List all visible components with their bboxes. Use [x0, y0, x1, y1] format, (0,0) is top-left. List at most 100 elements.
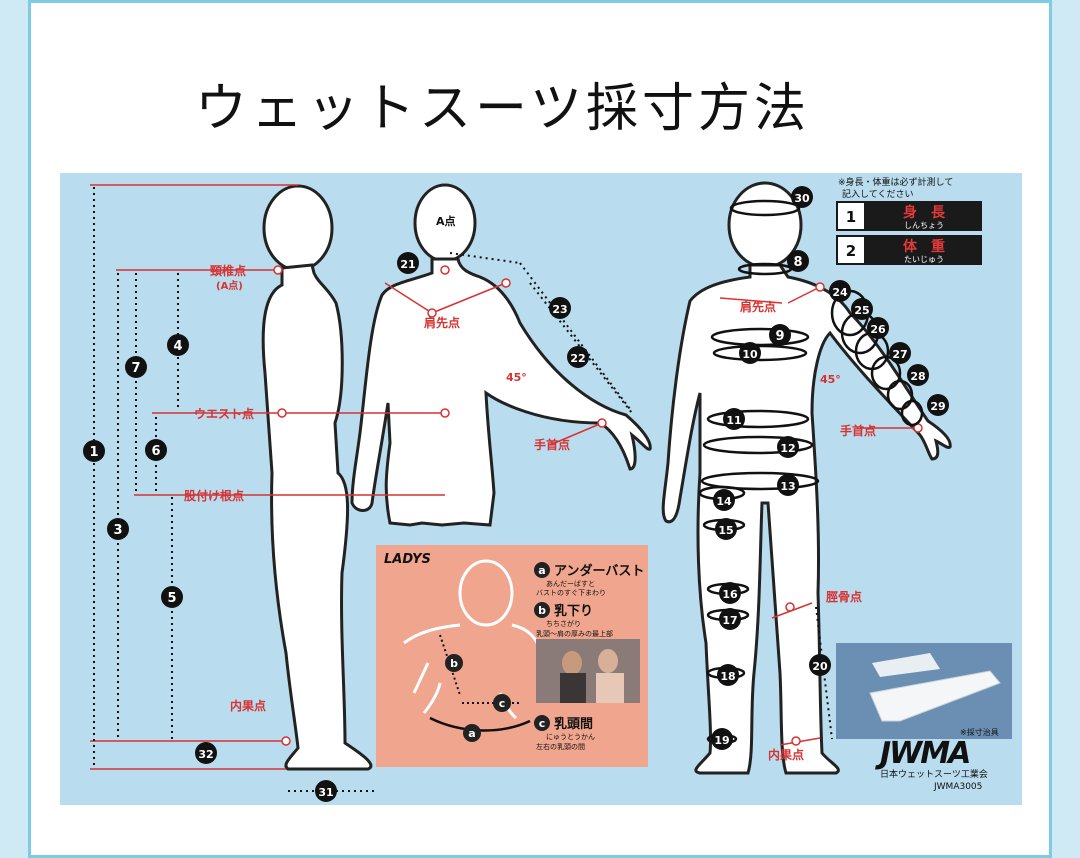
- svg-text:アンダーバスト: アンダーバスト: [554, 563, 644, 579]
- marker-17: 17: [719, 608, 741, 630]
- marker-11: 11: [723, 408, 745, 430]
- page-title: ウェットスーツ採寸方法: [195, 79, 810, 139]
- marker-30: 30: [791, 186, 813, 208]
- marker-19: 19: [711, 728, 733, 750]
- diagram-svg: 1 3 7 6 4 5 32 31 21 23 22 30 8 9 10 11 …: [83, 176, 1012, 802]
- marker-12: 12: [777, 436, 799, 458]
- label-neck-point: 頸椎点: [210, 263, 246, 278]
- red-lines: [90, 184, 918, 770]
- brand-org: 日本ウェットスーツ工業会: [880, 768, 988, 780]
- marker-20: 20: [809, 654, 831, 676]
- ladys-a-marker: a: [463, 724, 481, 742]
- svg-text:20: 20: [812, 660, 828, 673]
- svg-text:21: 21: [400, 258, 415, 271]
- title-panel: [60, 10, 1022, 172]
- svg-text:※身長・体重は必ず計測して: ※身長・体重は必ず計測して: [838, 176, 953, 188]
- label-shoulder-back: 肩先点: [424, 315, 460, 330]
- marker-18: 18: [717, 664, 739, 686]
- marker-32: 32: [195, 742, 217, 764]
- svg-text:26: 26: [870, 323, 886, 336]
- svg-text:あんだーばすと: あんだーばすと: [546, 579, 595, 588]
- svg-text:c: c: [499, 697, 506, 710]
- marker-23: 23: [549, 297, 571, 319]
- svg-text:24: 24: [832, 286, 848, 299]
- ladys-figure: [403, 559, 542, 720]
- svg-text:23: 23: [552, 303, 567, 316]
- svg-text:2: 2: [846, 242, 856, 260]
- svg-text:22: 22: [570, 352, 585, 365]
- ladys-b-marker: b: [445, 654, 463, 672]
- svg-text:しんちょう: しんちょう: [904, 221, 944, 230]
- svg-text:体 重: 体 重: [903, 238, 945, 255]
- svg-text:3: 3: [113, 523, 122, 538]
- svg-text:8: 8: [793, 255, 802, 270]
- ladys-a-item: a アンダーバスト あんだーばすと バストのすぐ下まわり: [534, 562, 644, 597]
- svg-text:c: c: [539, 717, 546, 730]
- label-wrist-front: 手首点: [840, 423, 876, 438]
- ladys-c-marker: c: [493, 694, 511, 712]
- markers: 1 3 7 6 4 5 32 31 21 23 22 30 8 9 10 11 …: [83, 186, 949, 802]
- svg-text:12: 12: [780, 442, 795, 455]
- svg-text:記入してください: 記入してください: [842, 188, 913, 200]
- marker-29: 29: [927, 394, 949, 416]
- marker-27: 27: [889, 342, 911, 364]
- ladys-photo: [536, 639, 640, 703]
- marker-8: 8: [787, 250, 809, 272]
- svg-text:a: a: [538, 564, 545, 577]
- brand-logo: JWMA: [875, 736, 969, 771]
- svg-text:たいじゅう: たいじゅう: [904, 255, 944, 264]
- brand-code: JWMA3005: [933, 782, 982, 792]
- marker-9: 9: [769, 324, 791, 346]
- svg-text:にゅうとうかん: にゅうとうかん: [546, 733, 595, 741]
- svg-text:左右の乳頭の間: 左右の乳頭の間: [536, 742, 585, 751]
- svg-text:乳頭間: 乳頭間: [554, 716, 593, 732]
- svg-text:11: 11: [726, 414, 741, 427]
- svg-text:b: b: [450, 657, 458, 670]
- marker-4: 4: [167, 334, 189, 356]
- marker-31: 31: [315, 780, 337, 802]
- svg-text:身 長: 身 長: [903, 204, 946, 221]
- marker-26: 26: [867, 317, 889, 339]
- svg-text:5: 5: [167, 591, 176, 606]
- marker-3: 3: [107, 518, 129, 540]
- label-crotch-point: 股付け根点: [184, 488, 244, 503]
- marker-14: 14: [713, 489, 735, 511]
- brand: JWMA 日本ウェットスーツ工業会 JWMA3005: [875, 736, 988, 792]
- label-waist-point: ウエスト点: [194, 406, 254, 421]
- label-ankle-point: 内果点: [230, 698, 266, 713]
- marker-5: 5: [161, 586, 183, 608]
- svg-text:25: 25: [854, 304, 869, 317]
- label-knee-point: 脛骨点: [826, 589, 862, 604]
- svg-text:17: 17: [722, 614, 737, 627]
- marker-10: 10: [739, 342, 761, 364]
- label-neck-point-sub: (A点): [216, 279, 243, 292]
- svg-text:1: 1: [89, 445, 98, 460]
- note: ※身長・体重は必ず計測して 記入してください: [838, 176, 953, 200]
- marker-15: 15: [715, 518, 737, 540]
- marker-21: 21: [397, 252, 419, 274]
- ladys-b-item: b 乳下り ちちさがり 乳頭～肩の厚みの最上部: [534, 602, 613, 638]
- svg-text:a: a: [468, 727, 475, 740]
- svg-text:32: 32: [198, 748, 213, 761]
- ladys-c-item: c 乳頭間 にゅうとうかん 左右の乳頭の間: [534, 715, 595, 751]
- svg-text:31: 31: [318, 786, 333, 799]
- svg-text:28: 28: [910, 370, 925, 383]
- marker-6: 6: [145, 439, 167, 461]
- svg-text:※採寸治具: ※採寸治具: [960, 727, 999, 737]
- ladys-title: LADYS: [384, 552, 431, 567]
- measuring-tool-photo: ※採寸治具: [836, 643, 1012, 739]
- svg-text:7: 7: [131, 361, 140, 376]
- svg-text:ちちさがり: ちちさがり: [546, 619, 581, 628]
- svg-text:1: 1: [846, 208, 856, 226]
- svg-text:19: 19: [714, 734, 729, 747]
- marker-13: 13: [777, 474, 799, 496]
- red-dots: [273, 265, 923, 746]
- weight-field: 2 体 重 たいじゅう: [836, 235, 982, 265]
- svg-text:b: b: [538, 604, 546, 617]
- front-figure: [661, 181, 952, 775]
- svg-text:18: 18: [720, 670, 735, 683]
- height-field: 1 身 長 しんちょう: [836, 201, 982, 231]
- label-a-point: A点: [436, 214, 456, 228]
- svg-text:29: 29: [930, 400, 945, 413]
- marker-16: 16: [719, 582, 741, 604]
